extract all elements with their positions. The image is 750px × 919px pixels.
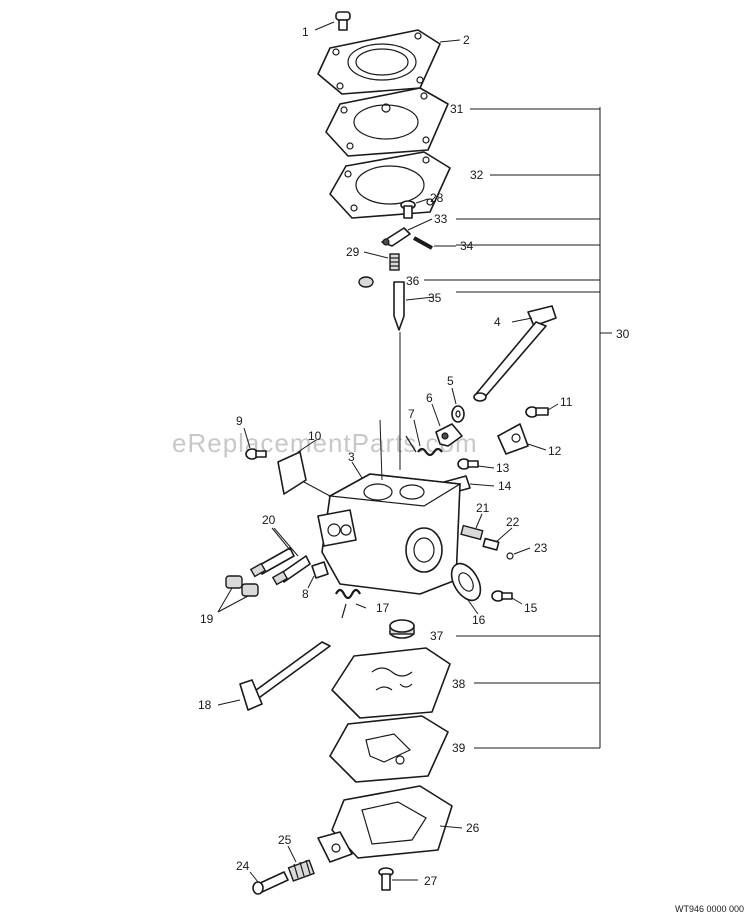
callout-25: 25	[278, 833, 292, 847]
part-24-screw	[249, 871, 289, 895]
callout-14: 14	[498, 479, 512, 493]
part-38-metering-diaphragm	[331, 647, 451, 719]
part-6-lever	[431, 403, 463, 447]
callout-15: 15	[524, 601, 538, 615]
part-25-spring	[287, 845, 315, 882]
callout-21: 21	[476, 501, 490, 515]
callout-24: 24	[236, 859, 250, 873]
callout-23: 23	[534, 541, 548, 555]
part-19-springs	[217, 575, 259, 613]
part-10-throttle-plate	[277, 439, 331, 497]
part-39-gasket	[329, 715, 449, 783]
callout-17: 17	[376, 601, 390, 615]
callout-12: 12	[548, 444, 562, 458]
callout-18: 18	[198, 698, 212, 712]
callout-37: 37	[430, 629, 444, 643]
part-15-screw	[491, 590, 523, 605]
part-37-filter	[389, 619, 415, 639]
part-18-choke-shaft	[217, 641, 331, 711]
callout-3: 3	[348, 450, 355, 464]
part-31-diaphragm	[325, 87, 449, 157]
part-17-spring	[335, 588, 367, 619]
part-20-adjusting-screws	[249, 527, 311, 586]
callout-16: 16	[472, 613, 486, 627]
callout-10: 10	[308, 429, 322, 443]
part-13-screw	[457, 458, 495, 470]
diagram-code: WT946 0000 000	[675, 904, 744, 914]
part-28-screw	[400, 198, 429, 219]
part-32-gasket	[329, 151, 451, 219]
callout-19: 19	[200, 612, 214, 626]
callout-30: 30	[616, 327, 630, 341]
callout-38: 38	[452, 677, 466, 691]
callout-35: 35	[428, 291, 442, 305]
callout-20: 20	[262, 513, 276, 527]
part-12-lever	[497, 423, 547, 455]
part-9-screw	[243, 427, 267, 460]
callout-32: 32	[470, 168, 484, 182]
callout-7: 7	[408, 407, 415, 421]
callout-4: 4	[494, 315, 501, 329]
part-21-spring	[460, 513, 484, 541]
callout-5: 5	[447, 374, 454, 388]
part-7-spring	[405, 419, 443, 457]
callout-13: 13	[496, 461, 510, 475]
callout-2: 2	[463, 33, 470, 47]
part-5-washer	[451, 387, 465, 423]
part-4-throttle-shaft	[473, 305, 557, 402]
callout-9: 9	[236, 414, 243, 428]
callout-6: 6	[426, 391, 433, 405]
callout-8: 8	[302, 587, 309, 601]
callout-34: 34	[460, 239, 474, 253]
callout-39: 39	[452, 741, 466, 755]
callout-1: 1	[302, 25, 309, 39]
part-23-ball	[506, 547, 531, 560]
part-8-nut	[307, 561, 329, 589]
part-2-cover	[317, 29, 461, 95]
callout-11: 11	[560, 395, 573, 409]
callout-33: 33	[434, 212, 448, 226]
part-22-pin	[482, 527, 513, 551]
part-3-carburetor-body	[317, 419, 462, 595]
callout-27: 27	[424, 874, 438, 888]
callout-31: 31	[450, 102, 464, 116]
callout-numbers: 1 2 3 4 5 6 7 8 9 10 11 12 13 14 15 16 1…	[198, 25, 630, 888]
callout-22: 22	[506, 515, 520, 529]
callout-29: 29	[346, 245, 360, 259]
part-35-needle	[393, 281, 435, 470]
part-36-ball	[358, 276, 374, 288]
part-27-screw	[378, 867, 418, 891]
callout-36: 36	[406, 274, 420, 288]
part-26-metering-cover	[317, 785, 463, 863]
part-29-spring	[363, 251, 400, 271]
part-33-lever	[381, 218, 433, 247]
part-11-screw	[525, 403, 559, 418]
kit-bracket	[424, 107, 612, 749]
callout-26: 26	[466, 821, 480, 835]
part-1-screw	[314, 11, 351, 31]
callout-28: 28	[430, 191, 444, 205]
part-16-choke-plate	[450, 562, 482, 615]
part-34-pin	[413, 236, 456, 250]
